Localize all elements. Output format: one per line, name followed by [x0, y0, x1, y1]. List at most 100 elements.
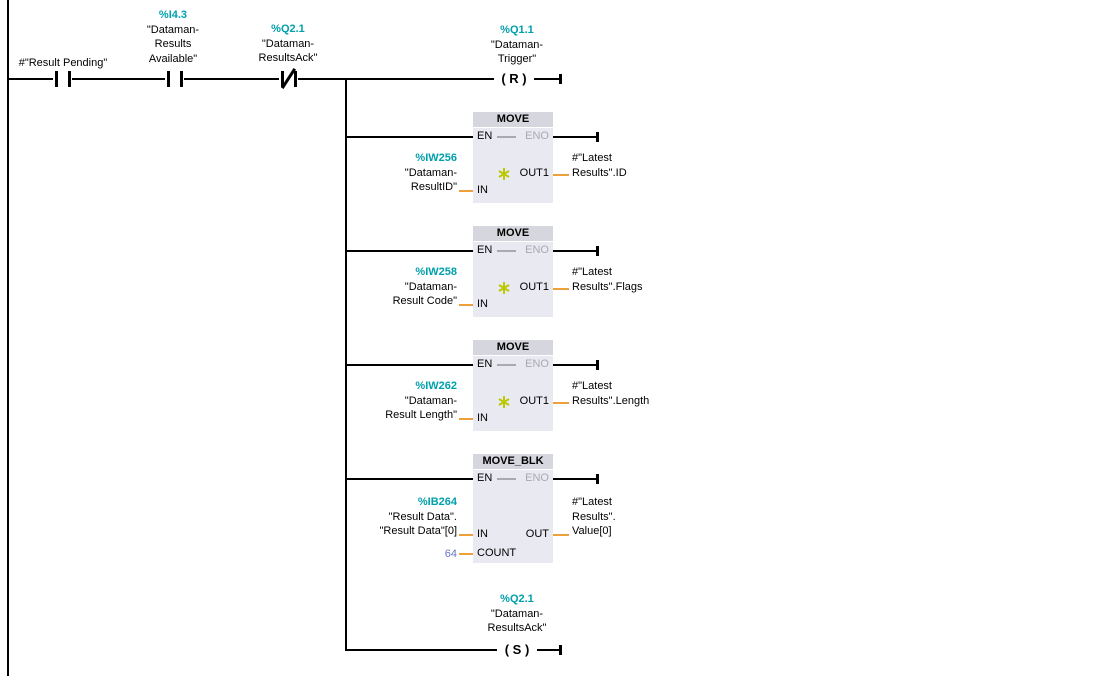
eno-end-tick	[596, 132, 599, 142]
en-eno-dash	[497, 364, 516, 366]
contact-result-pending-label[interactable]: #"Result Pending"	[18, 57, 108, 69]
move-block-2[interactable]: MOVE EN ENO OUT1 IN	[473, 226, 553, 317]
eno-wire	[553, 364, 596, 366]
contact-results-available-label[interactable]: %I4.3 "Dataman- Results Available"	[125, 8, 221, 66]
operand-name-line: Result Length"	[385, 409, 457, 421]
operand-name-line: "Result Data"[0]	[379, 525, 457, 537]
operand-name-line: #"Latest	[572, 496, 612, 508]
move-blk-block[interactable]: MOVE_BLK EN ENO IN OUT COUNT	[473, 454, 553, 563]
pin-out1[interactable]: OUT1	[519, 281, 549, 293]
move3-in-operand[interactable]: %IW262 "Dataman- Result Length"	[347, 379, 457, 423]
moveblk-out-operand[interactable]: #"Latest Results". Value[0]	[572, 495, 616, 539]
block-title[interactable]: MOVE	[473, 112, 553, 128]
contact-gap	[53, 78, 72, 80]
operand-address[interactable]: %IB264	[417, 496, 457, 508]
insert-output-star-icon[interactable]	[498, 281, 510, 294]
contact-bar-left	[167, 71, 170, 87]
operand-name-line: ResultsAck"	[487, 622, 547, 634]
move1-out-operand[interactable]: #"Latest Results".ID	[572, 151, 627, 180]
move2-in-operand[interactable]: %IW258 "Dataman- Result Code"	[347, 265, 457, 309]
pin-out1[interactable]: OUT1	[519, 395, 549, 407]
insert-output-star-icon[interactable]	[498, 167, 510, 180]
count-wire	[459, 553, 473, 555]
operand-name-line: Results".ID	[572, 166, 627, 179]
operand-address[interactable]: %Q1.1	[500, 24, 534, 36]
nc-contact-resultsack[interactable]	[279, 66, 298, 92]
branch-wire-1	[345, 136, 473, 138]
move1-in-operand[interactable]: %IW256 "Dataman- ResultID"	[347, 151, 457, 195]
out-wire	[553, 174, 569, 176]
pin-in[interactable]: IN	[477, 412, 488, 424]
pin-in[interactable]: IN	[477, 184, 488, 196]
operand-name-line: "Dataman-	[404, 280, 457, 293]
pin-out[interactable]: OUT	[525, 528, 549, 540]
operand-name-line: #"Latest	[572, 266, 612, 278]
operand-name-line: Results".Flags	[572, 280, 643, 293]
operand-address[interactable]: %Q2.1	[500, 593, 534, 605]
set-coil-label[interactable]: %Q2.1 "Dataman- ResultsAck"	[467, 592, 567, 636]
operand-name-line: "Dataman-	[146, 23, 200, 36]
eno-end-tick	[596, 474, 599, 484]
operand-name-line: #"Latest	[572, 152, 612, 164]
eno-wire	[553, 250, 596, 252]
reset-coil[interactable]: ( R )	[494, 70, 534, 87]
pin-in[interactable]: IN	[477, 528, 488, 540]
pin-out1[interactable]: OUT1	[519, 167, 549, 179]
en-eno-dash	[497, 250, 516, 252]
operand-address[interactable]: %I4.3	[158, 9, 188, 21]
operand-name-line: #"Latest	[572, 380, 612, 392]
branch-wire-5	[345, 649, 562, 651]
contact-bar-left	[281, 71, 284, 87]
moveblk-in-operand[interactable]: %IB264 "Result Data". "Result Data"[0]	[347, 495, 457, 539]
operand-address[interactable]: %IW258	[415, 266, 457, 278]
block-title[interactable]: MOVE_BLK	[473, 454, 553, 470]
operand-name-line: "Result Data".	[388, 510, 457, 523]
operand-name-line: Results".Length	[572, 394, 650, 407]
operand-name-line: Results".	[572, 510, 616, 523]
contact-bar-left	[55, 71, 58, 87]
out-wire	[553, 288, 569, 290]
block-title[interactable]: MOVE	[473, 340, 553, 356]
move-block-1[interactable]: MOVE EN ENO OUT1 IN	[473, 112, 553, 203]
in-wire	[459, 418, 473, 420]
out-wire	[553, 534, 569, 536]
contact-bar-right	[68, 71, 71, 87]
in-wire	[459, 190, 473, 192]
move2-out-operand[interactable]: #"Latest Results".Flags	[572, 265, 643, 294]
pin-en[interactable]: EN	[477, 472, 493, 484]
insert-output-star-icon[interactable]	[498, 395, 510, 408]
pin-eno[interactable]: ENO	[525, 130, 549, 142]
operand-address[interactable]: %IW256	[415, 152, 457, 164]
branch-wire-3	[345, 364, 473, 366]
in-wire	[459, 534, 473, 536]
pin-eno[interactable]: ENO	[525, 358, 549, 370]
operand-name-line: Value[0]	[572, 525, 612, 537]
contact-gap	[165, 78, 184, 80]
pin-in[interactable]: IN	[477, 298, 488, 310]
pin-eno[interactable]: ENO	[525, 244, 549, 256]
move3-out-operand[interactable]: #"Latest Results".Length	[572, 379, 649, 408]
pin-en[interactable]: EN	[477, 244, 493, 256]
reset-coil-label[interactable]: %Q1.1 "Dataman- Trigger"	[467, 23, 567, 67]
pin-count[interactable]: COUNT	[477, 547, 517, 559]
operand-name-line: ResultsAck"	[258, 52, 318, 64]
move-block-3[interactable]: MOVE EN ENO OUT1 IN	[473, 340, 553, 431]
left-power-rail	[7, 0, 9, 676]
set-coil-end-tick	[559, 645, 562, 655]
set-coil[interactable]: ( S )	[497, 641, 537, 658]
pin-en[interactable]: EN	[477, 130, 493, 142]
operand-address[interactable]: %Q2.1	[271, 23, 305, 35]
rung-end-tick	[559, 74, 562, 84]
contact-bar-right	[294, 71, 297, 87]
pin-eno[interactable]: ENO	[525, 472, 549, 484]
no-contact-results-available[interactable]	[165, 66, 184, 92]
contact-resultsack-label[interactable]: %Q2.1 "Dataman- ResultsAck"	[240, 22, 336, 66]
pin-en[interactable]: EN	[477, 358, 493, 370]
eno-end-tick	[596, 246, 599, 256]
operand-name-line: "Dataman-	[490, 607, 544, 620]
moveblk-count-value[interactable]: 64	[444, 548, 457, 560]
no-contact-result-pending[interactable]	[53, 66, 72, 92]
block-title[interactable]: MOVE	[473, 226, 553, 242]
operand-address[interactable]: %IW262	[415, 380, 457, 392]
